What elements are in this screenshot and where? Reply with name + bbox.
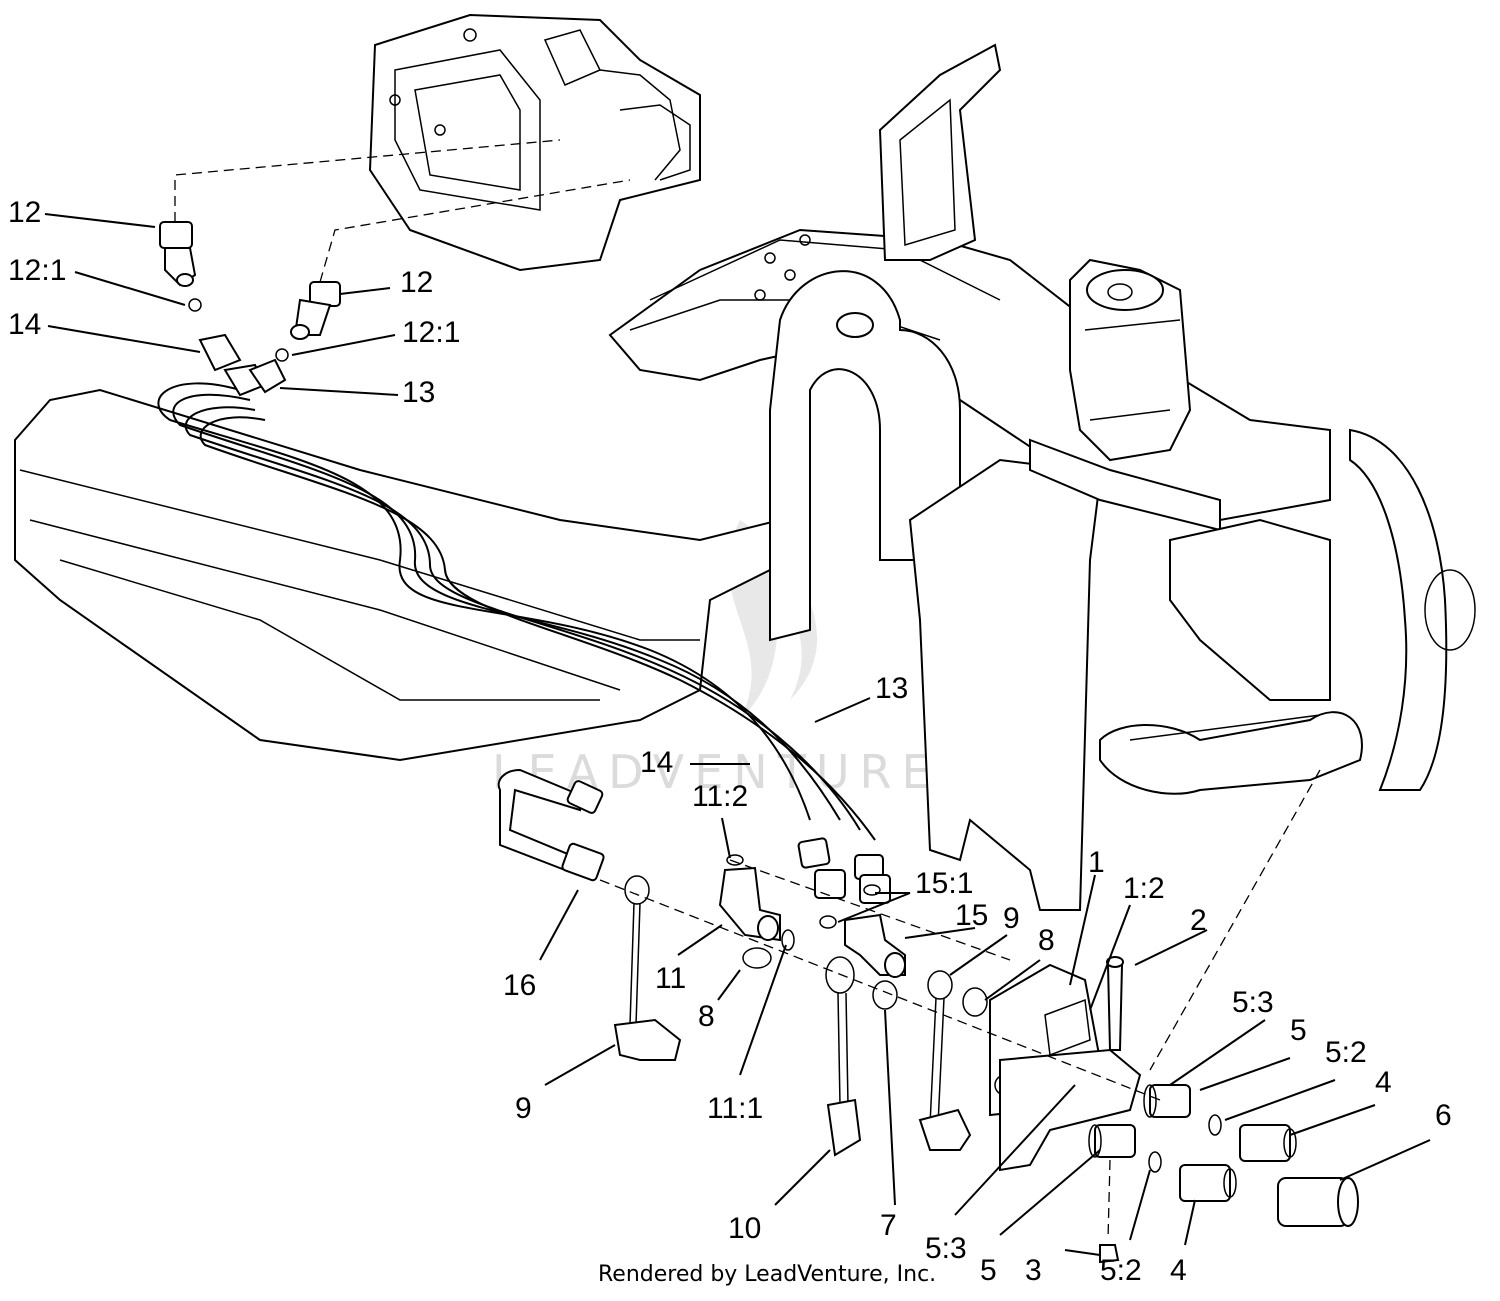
callout-16: 16 [503, 969, 536, 1002]
leader-lines [44, 213, 1431, 1256]
callout-11-2: 11:2 [692, 780, 748, 813]
callout-5-upper: 5 [1290, 1014, 1307, 1047]
callout-12-left: 12 [8, 196, 41, 229]
o-ring-11-2 [726, 854, 744, 866]
callout-9-right: 9 [1003, 902, 1020, 935]
callout-5-2-lower: 5:2 [1100, 1254, 1142, 1287]
callout-12-1-right: 12:1 [402, 316, 460, 349]
nut-3 [1099, 1244, 1120, 1264]
elbow-fitting-12-left [159, 221, 193, 249]
bolt-2 [1106, 964, 1124, 1051]
callout-11: 11 [655, 962, 686, 995]
upper-fittings [159, 139, 631, 397]
decal-1-2 [1044, 998, 1091, 1057]
callout-5-2-upper: 5:2 [1325, 1036, 1367, 1069]
main-frame [14, 43, 1476, 911]
hose-fitting-13 [248, 358, 287, 394]
o-ring-12-1-left [188, 298, 202, 312]
callout-11-1: 11:1 [707, 1092, 763, 1125]
callout-8-right: 8 [1038, 924, 1055, 957]
callout-3: 3 [1025, 1254, 1042, 1287]
callout-13-lower: 13 [875, 672, 908, 705]
fitting-4-lower [1179, 1164, 1237, 1202]
callout-13-upper: 13 [402, 376, 435, 409]
coupler-5-upper [1143, 1084, 1191, 1118]
callout-1: 1 [1088, 846, 1105, 879]
cap-10 [826, 1098, 862, 1157]
o-ring-5-2-lower [1148, 1151, 1162, 1173]
callout-4-lower: 4 [1170, 1254, 1187, 1287]
o-ring-8-left [742, 947, 772, 969]
callout-12-1-left: 12:1 [8, 254, 66, 287]
o-ring-5-2-upper [1208, 1114, 1222, 1136]
fitting-4-upper [1239, 1124, 1297, 1162]
callout-8-left: 8 [698, 1000, 715, 1033]
callout-14-upper: 14 [8, 308, 41, 341]
coupler-5-lower [1088, 1124, 1136, 1158]
callout-2: 2 [1190, 904, 1207, 937]
callout-6: 6 [1435, 1099, 1452, 1132]
callout-7: 7 [880, 1209, 897, 1242]
render-credit: Rendered by LeadVenture, Inc. [598, 1262, 937, 1287]
callout-5-3-upper: 5:3 [1232, 986, 1274, 1019]
callout-12-right: 12 [400, 266, 433, 299]
callout-1-2: 1:2 [1123, 872, 1165, 905]
callout-14-lower: 14 [640, 746, 673, 779]
callout-labels: 12 12:1 14 12 12:1 13 13 14 11:2 15:1 15… [8, 196, 1452, 1287]
callout-5-3-lower: 5:3 [925, 1232, 967, 1265]
o-ring-11-1 [781, 929, 795, 951]
hose-fitting-14 [198, 333, 242, 372]
quick-coupler-6 [1277, 1177, 1359, 1227]
callout-9-left: 9 [515, 1092, 532, 1125]
hydraulic-hoses [157, 382, 876, 841]
callout-15-1: 15:1 [915, 867, 973, 900]
callout-4-upper: 4 [1375, 1066, 1392, 1099]
callout-10: 10 [728, 1212, 761, 1245]
dust-cap-9-right [918, 1108, 972, 1151]
callout-5-lower: 5 [980, 1254, 997, 1287]
dust-cap-9-left [613, 1018, 682, 1061]
o-ring-7 [872, 980, 898, 1010]
o-ring-12-1-right [275, 348, 289, 362]
lower-components [497, 768, 1359, 1264]
callout-15: 15 [955, 899, 988, 932]
